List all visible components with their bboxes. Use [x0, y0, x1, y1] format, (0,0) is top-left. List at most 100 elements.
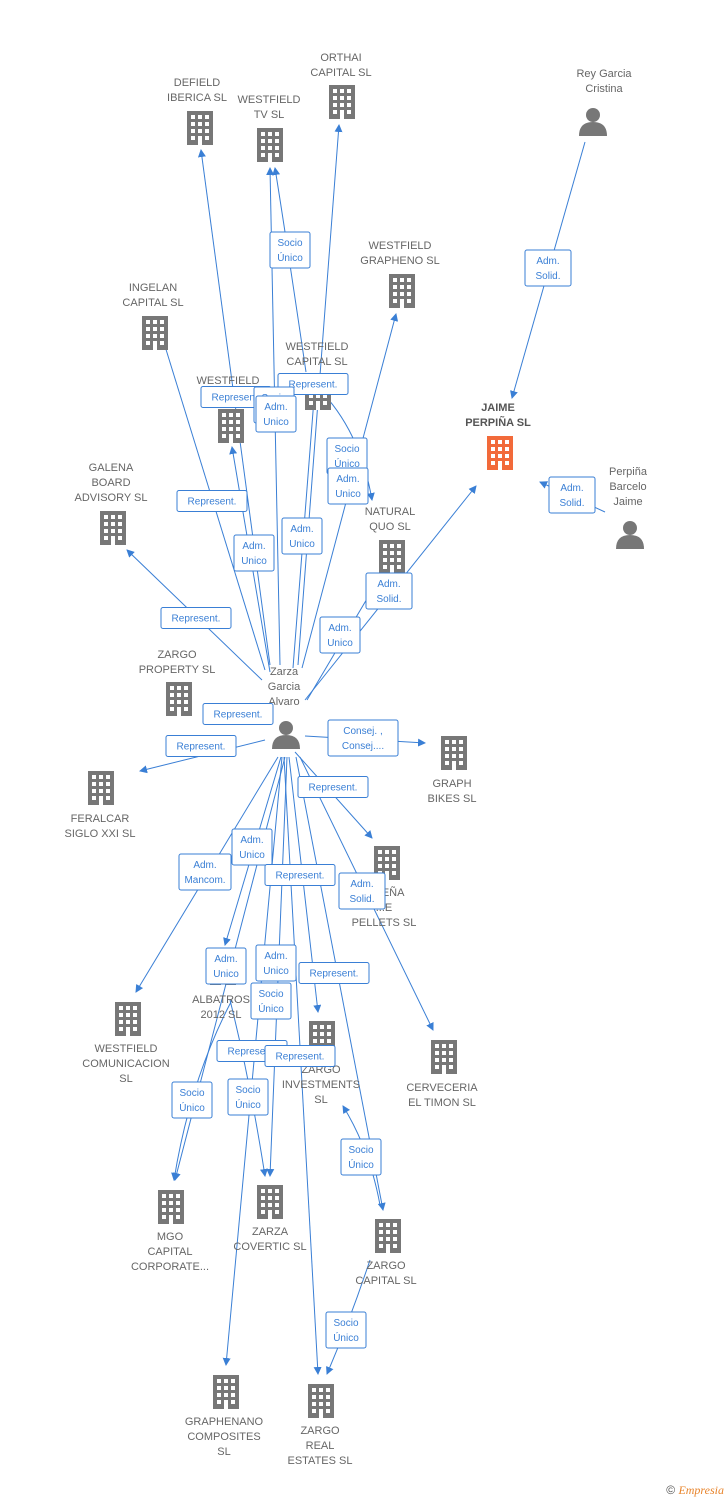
edge-label[interactable]: Adm.Solid. [338, 872, 386, 910]
node-label: PROPERTY SL [139, 664, 216, 676]
edge-label-text: Represent. [172, 614, 221, 625]
edge-label-text: Represent. [188, 497, 237, 508]
copyright-symbol: © [666, 1483, 676, 1497]
node-label: IBERICA SL [167, 92, 227, 104]
edge-label[interactable]: Represent. [176, 490, 248, 512]
edge-label-box [298, 962, 370, 984]
node-label: WESTFIELD [238, 94, 301, 106]
edge-label[interactable]: Represent. [298, 962, 370, 984]
node-label: ZARGO [157, 649, 197, 661]
building-icon [329, 85, 355, 119]
edge-label[interactable]: Represent. [165, 735, 237, 757]
edge-label-text: Único [334, 457, 360, 470]
edge-label[interactable]: Adm.Unico [233, 534, 275, 572]
edge-label-text: Único [348, 1158, 374, 1171]
edge-label[interactable]: Adm.Solid. [365, 572, 413, 610]
edge-label-text: Consej.... [342, 741, 384, 752]
edge-label[interactable]: Represent. [202, 703, 274, 725]
edge-label[interactable]: Represent. [277, 373, 349, 395]
node-label: Rey Garcia [576, 68, 632, 80]
edge-label-text: Adm. [264, 402, 287, 413]
building-icon [213, 1375, 239, 1409]
building-icon [487, 436, 513, 470]
edge-label-box [171, 1081, 213, 1119]
node-mgo[interactable]: MGOCAPITALCORPORATE... [131, 1190, 209, 1273]
node-label: GRAPHENANO [185, 1416, 264, 1428]
node-label: ZARGO [300, 1425, 340, 1437]
node-label: COMUNICACION [82, 1058, 169, 1070]
node-westfield_tu[interactable]: WESTFIELDTU... [197, 375, 260, 443]
node-label: Garcia [268, 681, 301, 693]
building-icon [166, 682, 192, 716]
edge-label[interactable]: Adm.Unico [231, 828, 273, 866]
edge-label-text: Adm. [290, 524, 313, 535]
edge-label[interactable]: Adm.Solid. [524, 249, 572, 287]
edge-label[interactable]: Adm.Solid. [548, 476, 596, 514]
edge-label[interactable]: Adm.Mancom. [178, 853, 232, 891]
edge-label-text: Adm. [336, 474, 359, 485]
building-icon [88, 771, 114, 805]
edge-label[interactable]: Represent. [297, 776, 369, 798]
edge-label-box [524, 249, 572, 287]
edge-label-text: Adm. [242, 541, 265, 552]
edge-label[interactable]: Represent. [160, 607, 232, 629]
building-icon [441, 736, 467, 770]
node-label: WESTFIELD [95, 1043, 158, 1055]
edge-label-box [277, 373, 349, 395]
edge-label-box [325, 1311, 367, 1349]
node-label: WESTFIELD [286, 341, 349, 353]
edge-label-text: Unico [239, 850, 265, 861]
edge-label[interactable]: Represent. [264, 864, 336, 886]
edge-label[interactable]: Adm.Unico [281, 517, 323, 555]
node-zargo_property[interactable]: ZARGO PROPERTY SL [139, 649, 216, 716]
edge-label[interactable]: Represent. [264, 1045, 336, 1067]
edge-label[interactable]: Adm.Unico [255, 395, 297, 433]
edge-label-text: Solid. [376, 594, 401, 605]
edge-label[interactable]: Adm.Unico [327, 467, 369, 505]
building-icon [100, 511, 126, 545]
edge-label[interactable]: Adm.Unico [205, 947, 247, 985]
edge-label-text: Socio [333, 1318, 358, 1329]
edge-label-box [250, 982, 292, 1020]
node-label: NATURAL [365, 506, 416, 518]
edge-label-box [340, 1138, 382, 1176]
edge-label-box [319, 616, 361, 654]
edge-label-text: Unico [213, 969, 239, 980]
brand-logo[interactable]: Empresia [678, 1483, 724, 1497]
edge-label[interactable]: Consej. ,Consej.... [327, 719, 399, 757]
person-icon [579, 108, 607, 136]
edge-label-box [227, 1078, 269, 1116]
edge-label-text: Solid. [349, 894, 374, 905]
edge-label[interactable]: Adm.Unico [255, 944, 297, 982]
building-icon [218, 409, 244, 443]
edge-label[interactable]: Adm.Unico [319, 616, 361, 654]
